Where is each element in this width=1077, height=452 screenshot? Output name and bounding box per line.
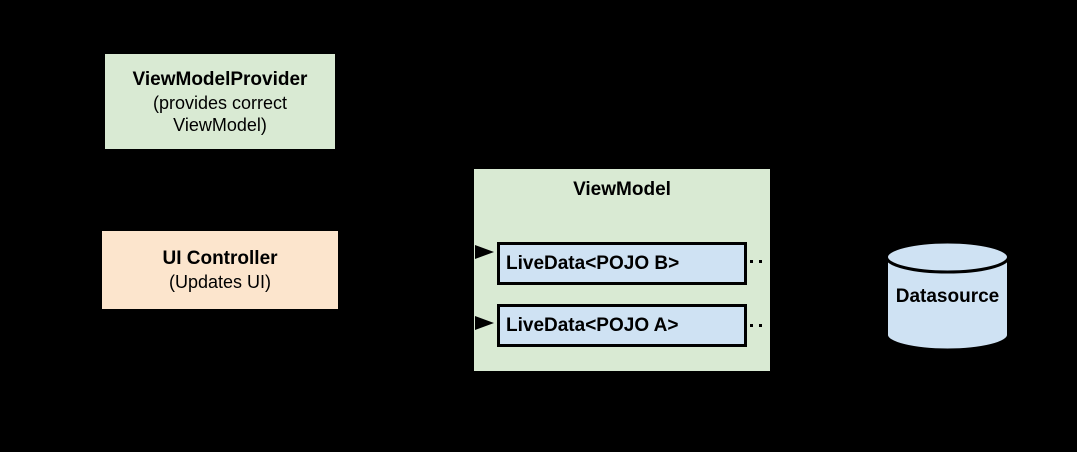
dotted-connector-icon <box>750 260 753 263</box>
dotted-connector-icon <box>759 324 762 327</box>
datasource-title: Datasource <box>895 286 1000 307</box>
node-viewmodelprovider: ViewModelProvider (provides correct View… <box>105 54 335 149</box>
arrowhead-right-icon <box>475 245 494 259</box>
livedata-pojo-a-label: LiveData<POJO A> <box>506 314 679 336</box>
dotted-connector-icon <box>750 324 753 327</box>
viewmodel-title: ViewModel <box>573 179 671 200</box>
datasource-cylinder-icon <box>885 240 1010 352</box>
node-datasource: Datasource <box>884 240 1011 355</box>
viewmodelprovider-subtitle: (provides correct ViewModel) <box>152 92 288 135</box>
viewmodelprovider-title: ViewModelProvider <box>132 68 308 90</box>
node-livedata-pojo-a: LiveData<POJO A> <box>497 304 747 347</box>
node-ui-controller: UI Controller (Updates UI) <box>102 231 338 309</box>
ui-controller-subtitle: (Updates UI) <box>168 272 272 292</box>
dotted-connector-icon <box>759 260 762 263</box>
arrowhead-right-icon <box>475 316 494 330</box>
livedata-pojo-b-label: LiveData<POJO B> <box>506 252 680 274</box>
node-livedata-pojo-b: LiveData<POJO B> <box>497 242 747 285</box>
ui-controller-title: UI Controller <box>162 248 278 269</box>
node-viewmodel: ViewModel LiveData<POJO B> LiveData<POJO… <box>474 169 770 371</box>
